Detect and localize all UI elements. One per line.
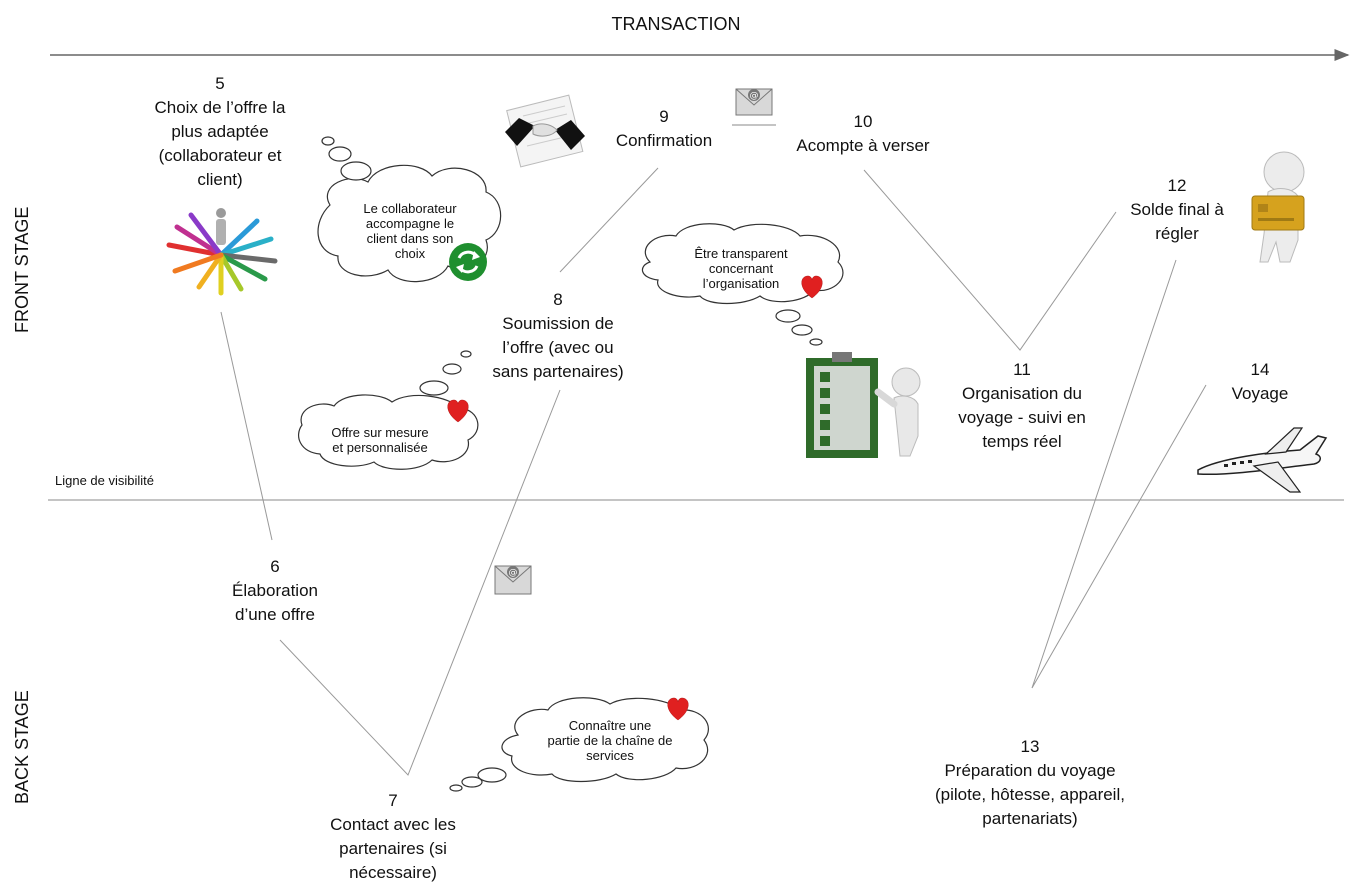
email-icon: @ xyxy=(732,88,776,126)
step-label: Choix de l’offre la plus adaptée (collab… xyxy=(154,98,286,189)
heart-icon xyxy=(801,275,823,299)
visibility-line-label: Ligne de visibilité xyxy=(55,473,155,488)
heart-icon xyxy=(447,399,469,423)
step-13: 13 Préparation du voyage (pilote, hôtess… xyxy=(910,735,1150,831)
step-8: 8 Soumission de l’offre (avec ou sans pa… xyxy=(468,288,648,384)
diagram-title: TRANSACTION xyxy=(611,14,741,34)
step-label: Préparation du voyage (pilote, hôtesse, … xyxy=(935,761,1125,828)
step-number: 10 xyxy=(853,112,873,131)
step-12: 12 Solde final à régler xyxy=(1112,174,1242,246)
step-number: 7 xyxy=(388,791,398,810)
step-6: 6 Élaboration d’une offre xyxy=(175,555,375,627)
heart-icon xyxy=(667,697,689,721)
thought-bubble xyxy=(298,350,479,470)
journey-line xyxy=(1031,259,1207,689)
thought-bubble xyxy=(641,223,844,346)
step-number: 9 xyxy=(659,107,669,126)
bubble-text: Connaître une partie de la chaîne de ser… xyxy=(547,718,673,763)
svg-text:@: @ xyxy=(750,91,759,101)
journey-line xyxy=(559,167,659,273)
step-number: 11 xyxy=(1013,360,1031,379)
step-label: Acompte à verser xyxy=(796,136,930,155)
step-label: Élaboration d’une offre xyxy=(231,581,318,624)
step-number: 14 xyxy=(1250,360,1270,379)
journey-line xyxy=(220,311,273,541)
step-5: 5 Choix de l’offre la plus adaptée (coll… xyxy=(120,72,320,192)
step-label: Organisation du voyage - suivi en temps … xyxy=(958,384,1086,451)
people-arrows-icon xyxy=(166,208,278,296)
journey-line xyxy=(863,169,1117,351)
step-number: 8 xyxy=(553,290,563,309)
handshake-contract-icon xyxy=(505,94,585,168)
step-number: 5 xyxy=(215,74,225,93)
step-label: Confirmation xyxy=(615,131,713,150)
credit-card-person-icon xyxy=(1251,151,1305,263)
step-label: Voyage xyxy=(1231,384,1289,403)
bubble-text: Offre sur mesure et personnalisée xyxy=(331,425,429,455)
recycle-icon xyxy=(449,243,487,281)
step-9: 9 Confirmation xyxy=(594,105,734,153)
step-label: Solde final à régler xyxy=(1130,200,1224,243)
step-label: Soumission de l’offre (avec ou sans part… xyxy=(492,314,624,381)
svg-text:@: @ xyxy=(509,568,518,578)
step-10: 10 Acompte à verser xyxy=(778,110,948,158)
step-11: 11 Organisation du voyage - suivi en tem… xyxy=(942,358,1102,454)
step-7: 7 Contact avec les partenaires (si néces… xyxy=(308,789,478,885)
email-icon: @ xyxy=(494,565,532,595)
bubble-text: Le collaborateur accompagne le client da… xyxy=(363,201,457,261)
checklist-person-icon xyxy=(806,352,921,458)
thought-bubble xyxy=(449,697,709,792)
bubble-text: Être transparent concernant l’organisati… xyxy=(694,246,788,291)
step-label: Contact avec les partenaires (si nécessa… xyxy=(330,815,456,882)
step-number: 6 xyxy=(270,557,280,576)
step-number: 13 xyxy=(1020,737,1040,756)
step-14: 14 Voyage xyxy=(1210,358,1310,406)
journey-line xyxy=(279,389,561,776)
jet-plane-icon xyxy=(1197,427,1328,493)
step-number: 12 xyxy=(1167,176,1187,195)
